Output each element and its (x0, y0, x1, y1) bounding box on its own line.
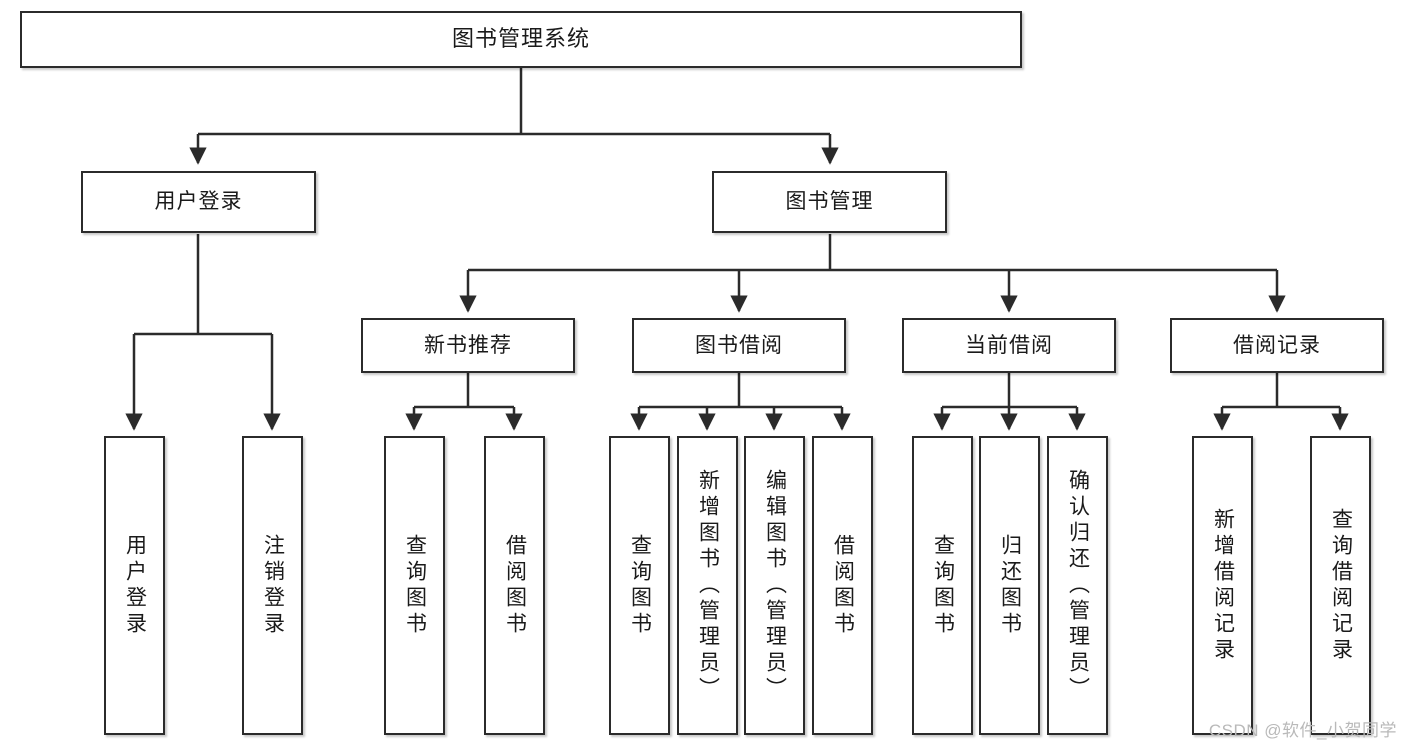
node-leaf-borrow-do[interactable]: 借阅图书 (812, 436, 873, 735)
node-leaf-cur-confirm[interactable]: 确认归还（管理员） (1047, 436, 1108, 735)
node-leaf-rec-add-label: 新增借阅记录 (1211, 507, 1235, 664)
node-leaf-user-login-label: 用户登录 (123, 533, 147, 638)
node-book-borrow[interactable]: 图书借阅 (632, 318, 846, 373)
node-leaf-cur-return[interactable]: 归还图书 (979, 436, 1040, 735)
node-new-book-rec[interactable]: 新书推荐 (361, 318, 575, 373)
node-user-login[interactable]: 用户登录 (81, 171, 316, 233)
node-current-borrow-label: 当前借阅 (965, 333, 1053, 357)
node-borrow-record[interactable]: 借阅记录 (1170, 318, 1384, 373)
node-leaf-borrow-query-label: 查询图书 (628, 533, 652, 638)
node-leaf-cur-confirm-label: 确认归还（管理员） (1066, 468, 1090, 703)
node-leaf-cur-return-label: 归还图书 (998, 533, 1022, 638)
node-leaf-user-logout[interactable]: 注销登录 (242, 436, 303, 735)
node-leaf-rec-borrow-label: 借阅图书 (503, 533, 527, 638)
node-leaf-rec-query[interactable]: 查询图书 (384, 436, 445, 735)
node-current-borrow[interactable]: 当前借阅 (902, 318, 1116, 373)
node-leaf-borrow-query[interactable]: 查询图书 (609, 436, 670, 735)
node-leaf-cur-query[interactable]: 查询图书 (912, 436, 973, 735)
node-leaf-rec-borrow[interactable]: 借阅图书 (484, 436, 545, 735)
node-leaf-cur-query-label: 查询图书 (931, 533, 955, 638)
node-user-login-label: 用户登录 (154, 190, 243, 214)
watermark: CSDN @软件_小贺同学 (1208, 721, 1397, 740)
node-leaf-rec-search[interactable]: 查询借阅记录 (1310, 436, 1371, 735)
node-leaf-user-login[interactable]: 用户登录 (104, 436, 165, 735)
node-root-label: 图书管理系统 (451, 26, 590, 52)
node-book-manage-label: 图书管理 (785, 190, 874, 214)
node-leaf-borrow-do-label: 借阅图书 (831, 533, 855, 638)
node-new-book-rec-label: 新书推荐 (424, 333, 512, 357)
node-book-manage[interactable]: 图书管理 (712, 171, 947, 233)
node-leaf-borrow-edit[interactable]: 编辑图书（管理员） (744, 436, 805, 735)
node-leaf-borrow-add[interactable]: 新增图书（管理员） (677, 436, 738, 735)
node-root[interactable]: 图书管理系统 (20, 11, 1022, 68)
node-leaf-rec-query-label: 查询图书 (403, 533, 427, 638)
node-borrow-record-label: 借阅记录 (1233, 333, 1321, 357)
node-leaf-borrow-add-label: 新增图书（管理员） (696, 468, 720, 703)
node-leaf-rec-add[interactable]: 新增借阅记录 (1192, 436, 1253, 735)
node-leaf-rec-search-label: 查询借阅记录 (1329, 507, 1353, 664)
node-leaf-user-logout-label: 注销登录 (261, 533, 285, 638)
node-leaf-borrow-edit-label: 编辑图书（管理员） (763, 468, 787, 703)
node-book-borrow-label: 图书借阅 (695, 333, 783, 357)
